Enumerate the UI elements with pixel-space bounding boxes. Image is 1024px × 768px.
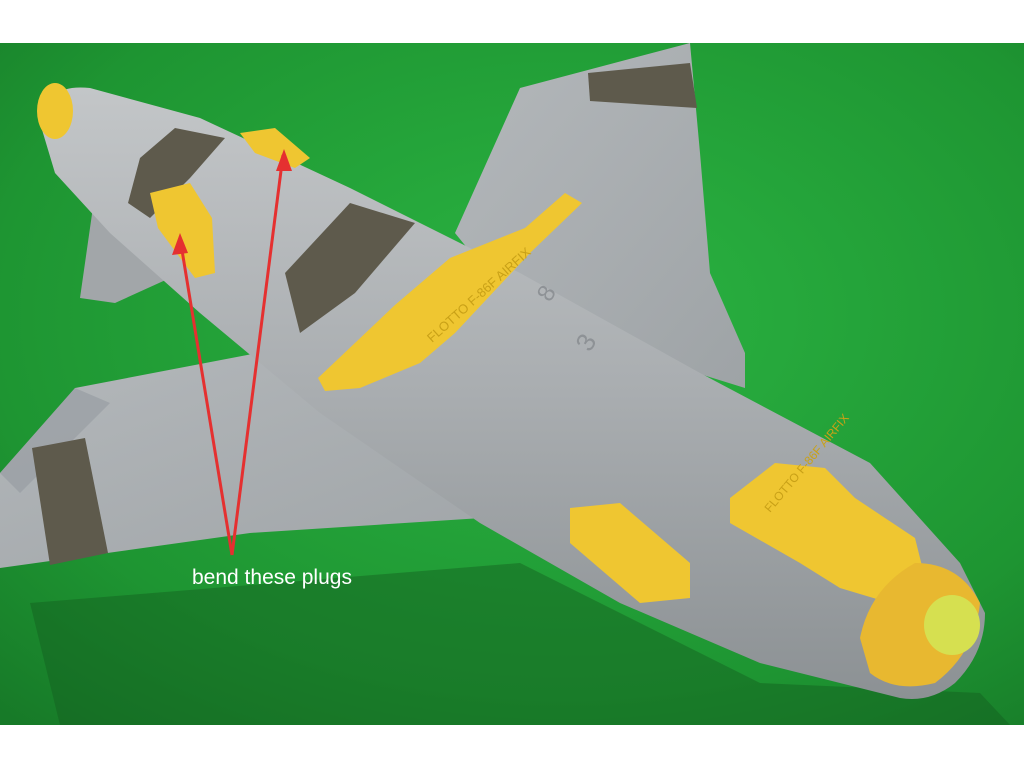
left-wing-leading-edge bbox=[0, 388, 110, 493]
tail-cone-mask bbox=[37, 83, 73, 139]
arrow-head-left bbox=[172, 233, 188, 255]
left-wing bbox=[0, 343, 600, 568]
model-shadow bbox=[30, 563, 1010, 725]
nose-mask bbox=[730, 463, 925, 603]
fuselage bbox=[40, 87, 985, 699]
arrow-line-left bbox=[178, 237, 234, 556]
model-photo: FLOTTO F-86F AIRFIX FLOTTO F-86F AIRFIX … bbox=[0, 43, 1024, 725]
arrow-line-right bbox=[230, 154, 285, 556]
fuselage-tape-mid bbox=[285, 203, 415, 333]
left-wing-tape bbox=[32, 438, 108, 565]
annotation-label: bend these plugs bbox=[192, 566, 352, 589]
nose-intake bbox=[924, 595, 980, 655]
plug-upper bbox=[240, 128, 310, 168]
plug-lower bbox=[150, 183, 215, 278]
arrow-head-right bbox=[276, 149, 292, 171]
right-wing-tape bbox=[588, 63, 697, 108]
nose-ring bbox=[860, 563, 980, 687]
ventral-plug bbox=[570, 503, 690, 603]
spine-mask bbox=[318, 193, 582, 391]
